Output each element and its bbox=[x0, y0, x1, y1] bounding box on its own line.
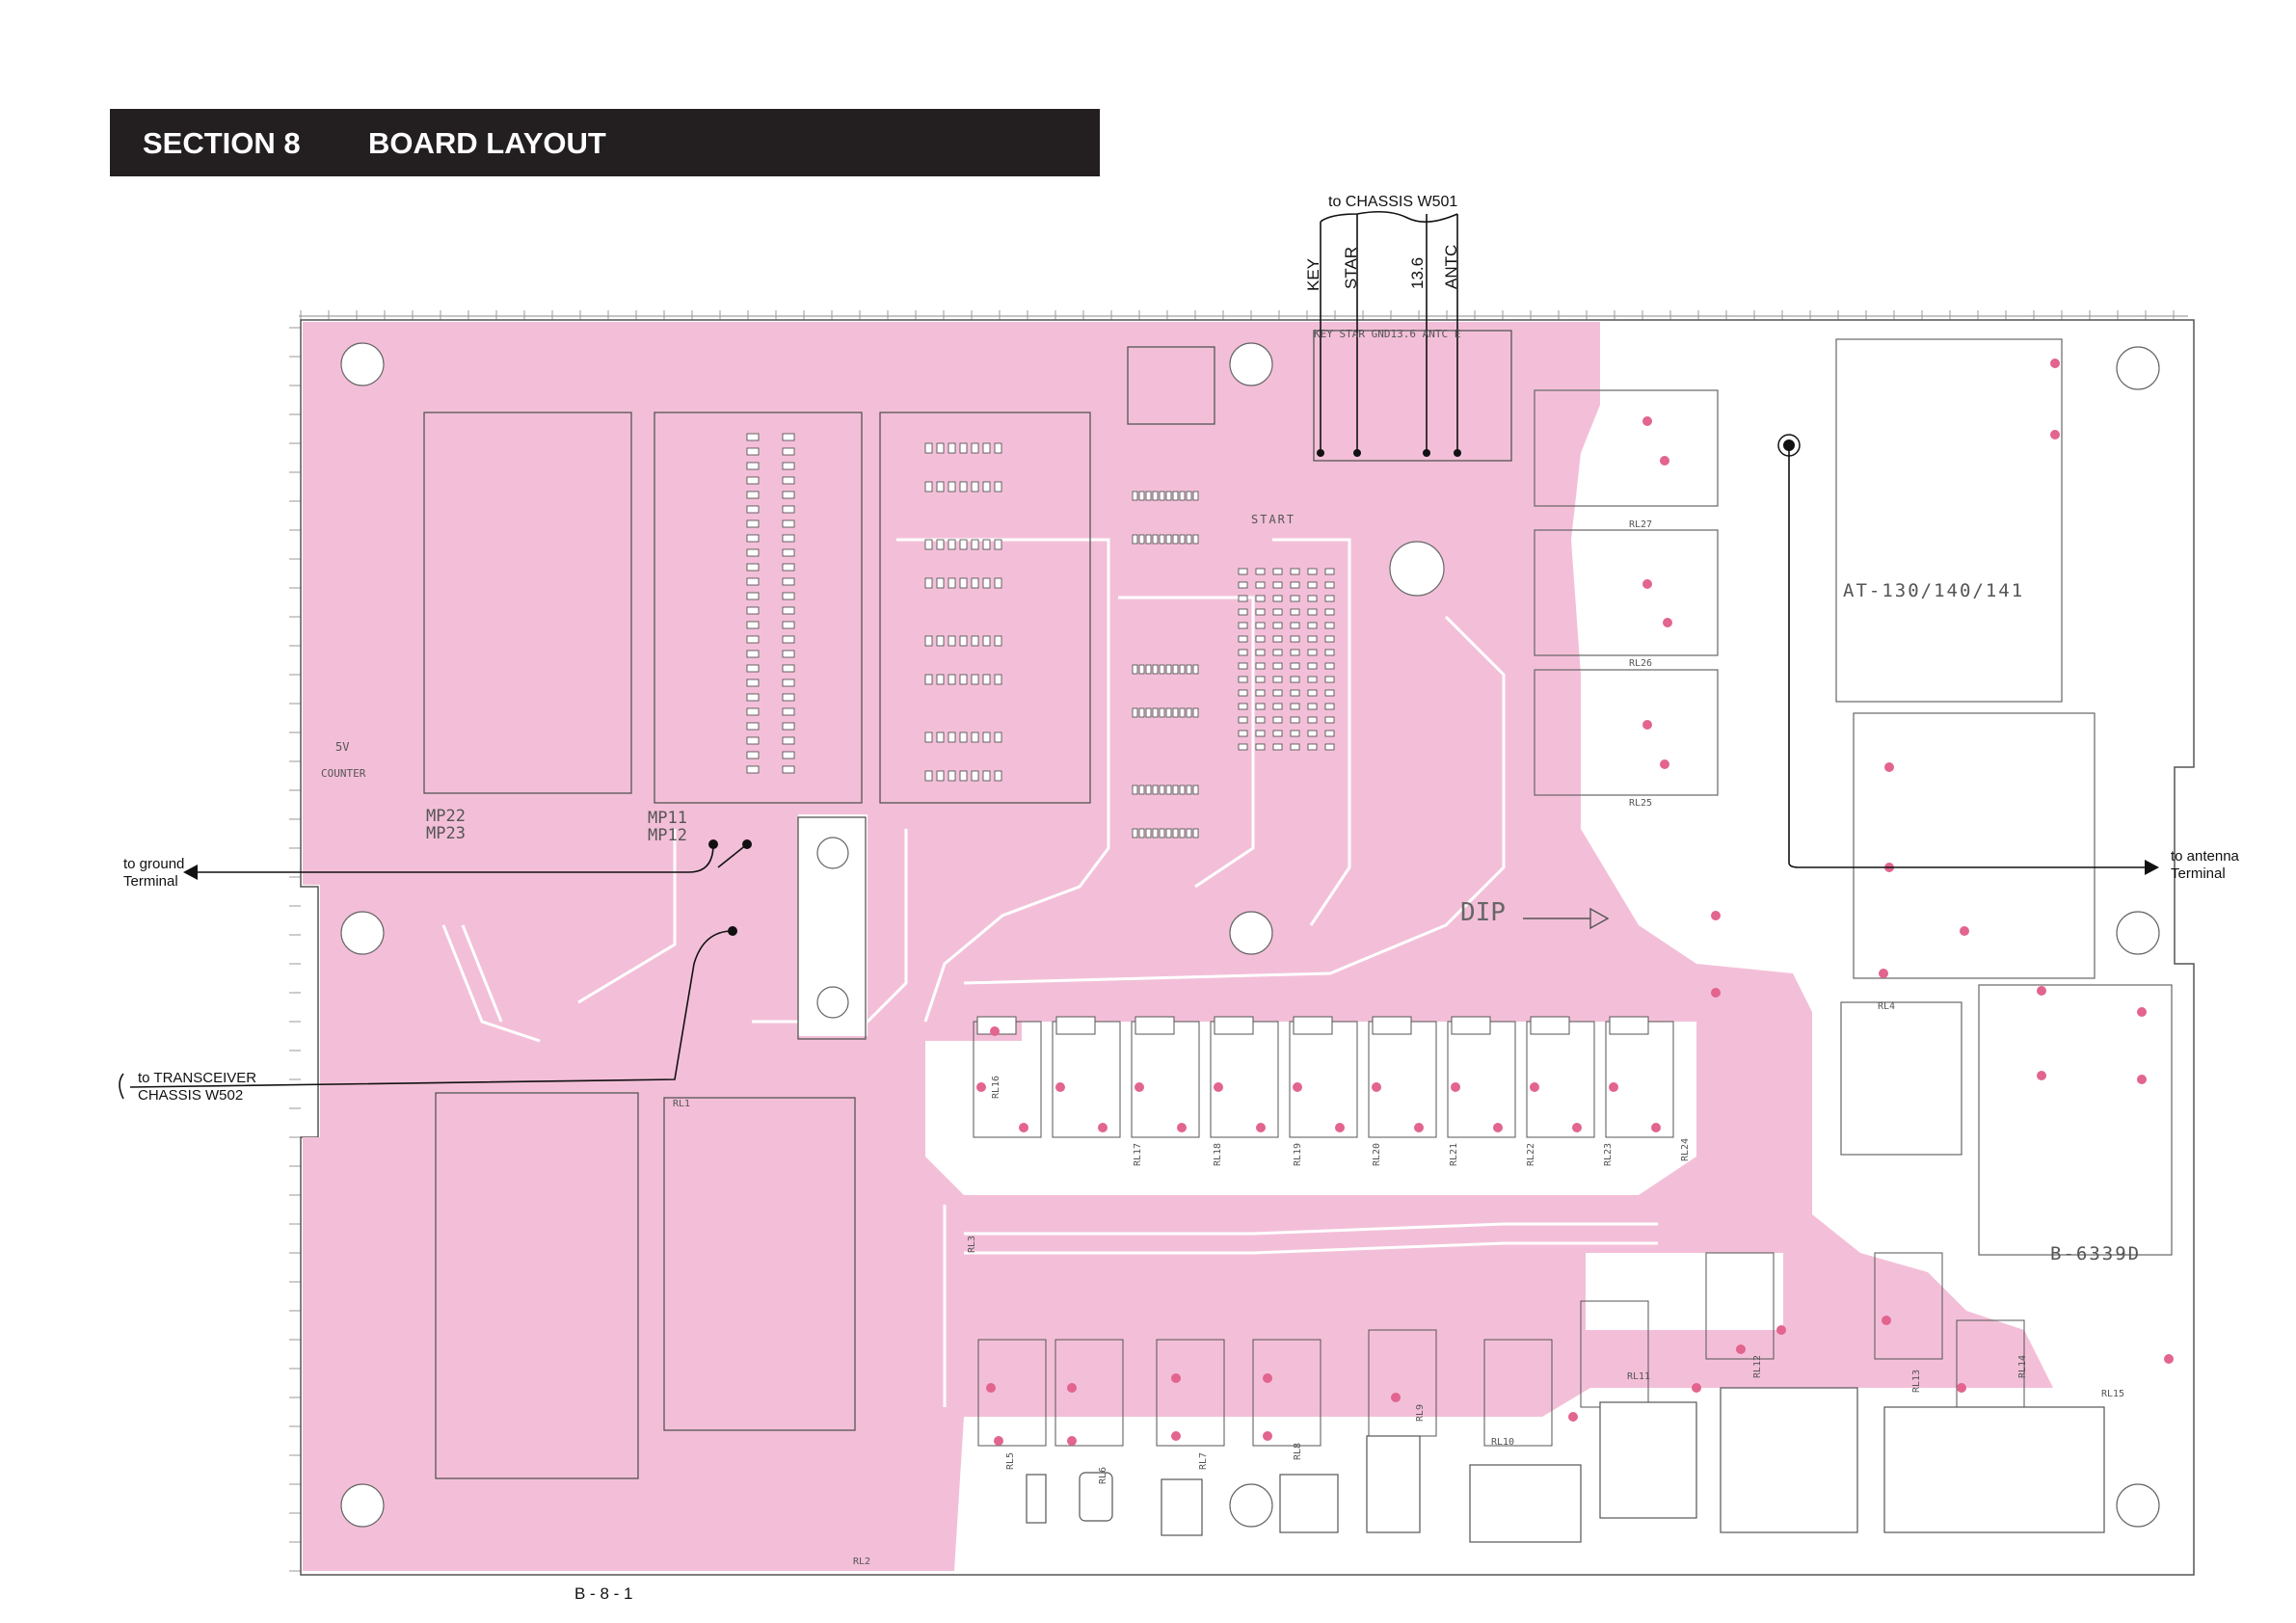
mp11-block bbox=[654, 412, 863, 804]
relay-label: RL15 bbox=[2101, 1389, 2125, 1399]
logic-block bbox=[879, 412, 1091, 804]
left-ruler-ticks bbox=[289, 327, 301, 1572]
relay-label: RL13 bbox=[1911, 1369, 1922, 1393]
resistor-block bbox=[663, 1097, 856, 1431]
callout-to-chassis: to CHASSIS W501 bbox=[1328, 194, 1458, 210]
relay-label: RL20 bbox=[1372, 1142, 1382, 1166]
callout-transceiver-line2: CHASSIS W502 bbox=[138, 1087, 244, 1104]
j9-connector bbox=[1313, 330, 1512, 462]
rl26-box bbox=[1534, 529, 1719, 656]
pads bbox=[976, 359, 2174, 1450]
relay-label: RL21 bbox=[1449, 1142, 1459, 1166]
relay-label: RL14 bbox=[2017, 1354, 2028, 1378]
mp6-block bbox=[435, 1092, 639, 1479]
relay-label: RL11 bbox=[1627, 1371, 1651, 1382]
w61-ring bbox=[1777, 434, 1801, 457]
relay-label: RL26 bbox=[1629, 658, 1653, 669]
wire-label-antc: ANTC bbox=[1442, 244, 1460, 289]
callout-transceiver-line1: to TRANSCEIVER bbox=[138, 1070, 257, 1086]
board-id-label: B-6339D bbox=[2050, 1243, 2142, 1264]
relay-label: RL27 bbox=[1629, 519, 1653, 530]
wire-label-13v6: 13.6 bbox=[1408, 256, 1427, 289]
at-module-box bbox=[1835, 338, 2063, 703]
callout-endpoints bbox=[183, 439, 2159, 936]
ic-blocks bbox=[423, 330, 1512, 1479]
callout-antenna-line2: Terminal bbox=[2171, 865, 2226, 882]
mp11-label: MP11 bbox=[648, 809, 687, 828]
relay-label: RL8 bbox=[1293, 1442, 1303, 1460]
top-ruler-ticks bbox=[300, 310, 2175, 320]
module-model-label: AT-130/140/141 bbox=[1843, 580, 2025, 601]
cpu-block bbox=[423, 412, 632, 794]
relay-label: RL25 bbox=[1629, 798, 1653, 809]
relay-label: RL22 bbox=[1526, 1142, 1536, 1166]
transceiver-brace bbox=[119, 1073, 124, 1100]
mp23-label: MP23 bbox=[426, 824, 466, 843]
ground-arrow-head bbox=[183, 865, 198, 880]
traces bbox=[441, 538, 1658, 1407]
relay-label: RL23 bbox=[1603, 1142, 1614, 1166]
j16-connector bbox=[797, 816, 867, 1040]
relay-label: RL12 bbox=[1752, 1354, 1763, 1378]
s1-switch bbox=[1127, 346, 1215, 425]
rl27-box bbox=[1534, 389, 1719, 507]
relay-label: RL4 bbox=[1878, 1001, 1896, 1012]
dip-arrow bbox=[1523, 907, 1610, 930]
start-label: START bbox=[1251, 513, 1296, 526]
callout-ground-line1: to ground bbox=[123, 856, 185, 872]
wire-label-star: STAR bbox=[1342, 246, 1360, 289]
fivev-label: 5V bbox=[335, 740, 350, 754]
relay-label: RL17 bbox=[1133, 1142, 1143, 1166]
r205-module-box bbox=[1978, 984, 2173, 1256]
right-modules bbox=[1534, 338, 2173, 1256]
callout-ground-line2: Terminal bbox=[123, 873, 178, 890]
relay-label: RL7 bbox=[1198, 1451, 1209, 1470]
r207-module-box bbox=[1853, 712, 2096, 979]
callout-antenna-line1: to antenna bbox=[2171, 848, 2239, 865]
relay-label: RL5 bbox=[1005, 1451, 1016, 1470]
j9-pin-labels: KEY STAR GND13.6 ANTC E bbox=[1314, 328, 1461, 340]
rl25-box bbox=[1534, 669, 1719, 796]
dip-label: DIP bbox=[1460, 898, 1506, 927]
relay-label: RL19 bbox=[1293, 1142, 1303, 1166]
ic-pins bbox=[746, 433, 1335, 838]
relay-label: RL2 bbox=[853, 1556, 871, 1567]
counter-label: COUNTER bbox=[321, 767, 366, 780]
section-title: BOARD LAYOUT bbox=[368, 126, 606, 160]
mounting-holes bbox=[340, 342, 2160, 1528]
relay-label: RL1 bbox=[673, 1099, 691, 1109]
callout-lines bbox=[129, 210, 2145, 1088]
coil-frames bbox=[1026, 1387, 2105, 1543]
relay-label: RL10 bbox=[1491, 1437, 1515, 1448]
page-number: B - 8 - 1 bbox=[574, 1584, 633, 1603]
relay-label: RL24 bbox=[1680, 1137, 1691, 1161]
relay-label: RL3 bbox=[967, 1235, 977, 1253]
copper-voids bbox=[798, 414, 1783, 1330]
relay-label: RL16 bbox=[991, 1075, 1001, 1099]
wire-label-key: KEY bbox=[1304, 257, 1322, 291]
relay-label: RL6 bbox=[1098, 1466, 1108, 1484]
antenna-arrow-head bbox=[2145, 860, 2159, 875]
mp12-label: MP12 bbox=[648, 826, 687, 845]
section-number: SECTION 8 bbox=[143, 126, 301, 160]
section-header: SECTION 8 BOARD LAYOUT bbox=[110, 109, 1100, 176]
relay-label: RL18 bbox=[1213, 1142, 1223, 1166]
mp22-label: MP22 bbox=[426, 807, 466, 826]
relay-label: RL9 bbox=[1415, 1403, 1426, 1422]
